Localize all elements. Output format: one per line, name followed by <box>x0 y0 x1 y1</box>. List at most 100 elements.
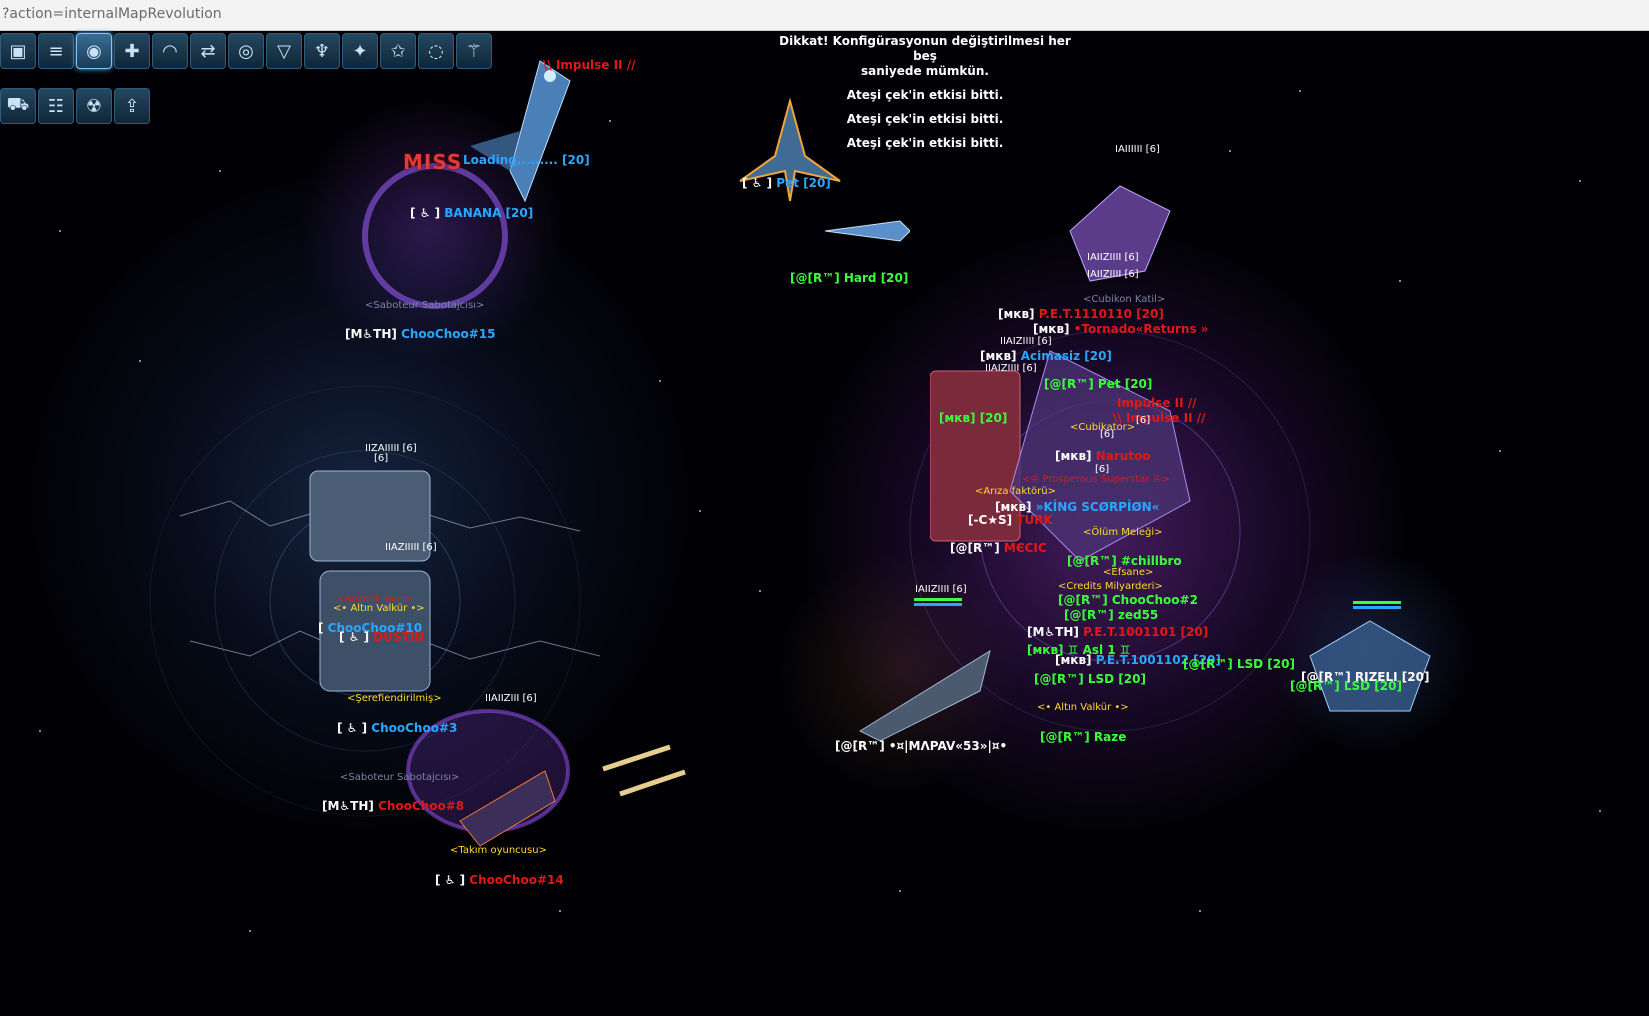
player-name: [@[R™] ChooChoo#2 <box>1058 593 1198 607</box>
player-label-hard[interactable]: [@[R™] Hard [20] <box>790 271 908 285</box>
player-label-cubikon[interactable]: <Cubikon Katil> <box>1083 293 1165 307</box>
ship-cluster-right[interactable] <box>930 171 1220 611</box>
player-label-pet1110110[interactable]: [мкв] P.E.T.1110110 [20] <box>998 307 1164 321</box>
player-label-pet2[interactable]: [@[R™] Pet [20] <box>1044 377 1152 391</box>
player-label-banana[interactable]: [ ♿ ] BANANA [20] <box>410 206 533 220</box>
player-label-prosperous[interactable]: <♔ Prosperous Superstar ♔> <box>1022 473 1170 487</box>
radiation-icon: ☢ <box>85 95 103 117</box>
player-label-choochoo2[interactable]: [@[R™] ChooChoo#2 <box>1058 593 1198 607</box>
clan-tag: [ <box>318 621 328 635</box>
player-label-cubikator[interactable]: <Cubikator> <box>1070 421 1135 435</box>
player-name: [@[R™] #chillbro <box>1067 554 1182 568</box>
ship-rizeli[interactable] <box>1300 611 1440 721</box>
player-label-lsd2[interactable]: [@[R™] LSD [20] <box>1034 672 1146 686</box>
address-url[interactable]: ?action=internalMapRevolution <box>2 6 222 22</box>
ship-mothership-left[interactable] <box>290 451 450 711</box>
browser-address-bar[interactable]: ?action=internalMapRevolution <box>0 0 1649 31</box>
player-label-choochoo14[interactable]: [ ♿ ] ChooChoo#14 <box>435 873 564 887</box>
player-label-chillbro[interactable]: [@[R™] #chillbro <box>1067 554 1182 568</box>
player-label-iaiziii-6a[interactable]: IAIIIIII [6] <box>1115 143 1160 157</box>
radiation-button[interactable]: ☢ <box>76 88 112 124</box>
player-label-asl[interactable]: [мкв] ♊ Asl 1 ♊ <box>1027 643 1131 657</box>
player-label-lsd3[interactable]: [@[R™] LSD [20] <box>1290 679 1402 693</box>
ship-bottom-left[interactable] <box>450 761 560 851</box>
speed-button[interactable]: ◠ <box>152 33 188 69</box>
player-label-takim[interactable]: <Takım oyuncusu> <box>450 844 547 858</box>
player-label-iaiziii-6c[interactable]: IAIIZIIII [6] <box>1087 268 1139 282</box>
player-label-serefl[interactable]: <Şerefiendirilmiş> <box>347 692 442 706</box>
player-label-iaiziii-6l[interactable]: IIAZIIIII [6] <box>385 541 437 555</box>
player-label-king[interactable]: [мкв] »KİNG SCØRPİØN« <box>995 500 1159 514</box>
player-label-iaiziii-6m[interactable]: IIAIIZIII [6] <box>485 692 537 706</box>
user-info-button[interactable]: ▣ <box>0 33 36 69</box>
player-label-loading[interactable]: Loading......... [20] <box>463 153 590 167</box>
player-label-zed55[interactable]: [@[R™] zed55 <box>1064 608 1158 622</box>
player-label-impulse3[interactable]: \\ Impulse II // <box>1113 411 1206 425</box>
ship-drone[interactable] <box>820 206 910 256</box>
player-label-mapav[interactable]: [@[R™] •¤|MΛPAV«53»|¤• <box>835 739 1007 753</box>
log-button[interactable]: ≡ <box>38 33 74 69</box>
player-label-saboteur1[interactable]: <Saboteur Sabotajcısı> <box>365 299 484 313</box>
upload-button[interactable]: ⇪ <box>114 88 150 124</box>
player-label-naruto[interactable]: [мкв] Narutoo <box>1055 449 1151 463</box>
player-label-lsd1[interactable]: [@[R™] LSD [20] <box>1183 657 1295 671</box>
player-label-iaiziii-6i[interactable]: IAIIZIIII [6] <box>915 583 967 597</box>
player-label-iaiziii-6d[interactable]: IIAIZIIII [6] <box>1000 335 1052 349</box>
notification-message: Ateşi çek'in etkisi bitti. <box>846 88 1004 102</box>
player-label-iaiziii-6j[interactable]: IIZAIIIII [6] <box>365 442 417 456</box>
game-viewport[interactable]: MISS \\ Impulse II //Loading......... [2… <box>0 31 1649 1016</box>
player-label-pet1001102[interactable]: [мкв] P.E.T.1001102 [20] <box>1055 653 1221 667</box>
player-label-altin2[interactable]: <• Altın Valkür •> <box>1037 701 1129 715</box>
player-label-iaiziii-6f[interactable]: [6] <box>1136 414 1150 428</box>
player-label-altin1[interactable]: <• Altın Valkür •> <box>333 602 425 616</box>
player-label-choochoo8[interactable]: [M♿TH] ChooChoo#8 <box>322 799 464 813</box>
player-label-acimasiz[interactable]: [мкв] Acimasiz [20] <box>980 349 1112 363</box>
shield-button[interactable]: ▽ <box>266 33 302 69</box>
quest-log-button[interactable]: ☷ <box>38 88 74 124</box>
clan-button[interactable]: ✦ <box>342 33 378 69</box>
player-label-efsane[interactable]: <Efsane> <box>1103 566 1153 580</box>
trophy-button[interactable]: ♆ <box>304 33 340 69</box>
player-label-raze[interactable]: [@[R™] Raze <box>1040 730 1126 744</box>
minimap-button[interactable]: ◉ <box>76 33 112 69</box>
player-label-turk[interactable]: [-C★S] TURK <box>968 513 1053 527</box>
group-button[interactable]: ✚ <box>114 33 150 69</box>
player-label-choochoo3[interactable]: [ ♿ ] ChooChoo#3 <box>337 721 457 735</box>
transfer-button[interactable]: ⇄ <box>190 33 226 69</box>
player-name: \\ Impulse II // <box>543 58 636 72</box>
target-button[interactable]: ◎ <box>228 33 264 69</box>
ship-pet[interactable] <box>735 96 845 206</box>
player-label-choochoo10[interactable]: [ ChooChoo#10 <box>318 621 422 635</box>
player-label-iaiziii-6k[interactable]: [6] <box>374 452 388 466</box>
player-label-choochoo15[interactable]: [M♿TH] ChooChoo#15 <box>345 327 496 341</box>
player-label-iaiziii-6b[interactable]: IAIIZIIII [6] <box>1087 251 1139 265</box>
tech-button[interactable]: ⚚ <box>456 33 492 69</box>
player-label-pet1[interactable]: [ ♿ ] Pet [20] <box>742 176 831 190</box>
player-label-pet1001101[interactable]: [M♿TH] P.E.T.1001101 [20] <box>1027 625 1208 639</box>
player-label-rizeli[interactable]: [@[R™] RIZELI [20] <box>1301 670 1429 684</box>
player-label-iaiziii-6g[interactable]: [6] <box>1100 428 1114 442</box>
player-label-iaiziii-6e[interactable]: IIAIZIIII [6] <box>985 362 1037 376</box>
clan-tag: [ ♿ ] <box>410 206 445 220</box>
player-label-impulse-top[interactable]: \\ Impulse II // <box>543 58 636 72</box>
player-label-kozmik[interactable]: <Kozmik Avcı> <box>337 593 413 607</box>
player-label-dustin[interactable]: [ ♿ ] DUSTIN <box>339 630 424 644</box>
player-label-mecic[interactable]: [@[R™] MЄCIC <box>950 541 1047 555</box>
player-label-saboteur2[interactable]: <Saboteur Sabotajcısı> <box>340 771 459 785</box>
notification-line-2: saniyede mümkün. <box>861 64 989 78</box>
player-label-impulse2[interactable]: Impulse II // <box>1117 396 1197 410</box>
player-name: [6] <box>1100 429 1115 440</box>
chat-button[interactable]: ◌ <box>418 33 454 69</box>
ship-center-bottom[interactable] <box>840 631 1000 751</box>
shop-cart-button[interactable]: ⛟ <box>0 88 36 124</box>
ship-top-left[interactable] <box>440 51 590 211</box>
main-toolbar: ▣≡◉✚◠⇄◎ ▽ ♆✦✩◌⚚ <box>0 33 492 69</box>
player-label-mkb20[interactable]: [мкв] [20] <box>939 411 1007 425</box>
rank-button[interactable]: ✩ <box>380 33 416 69</box>
player-label-iaiziii-6h[interactable]: [6] <box>1095 463 1109 477</box>
player-label-credits[interactable]: <Credits Milyarderi> <box>1058 580 1163 594</box>
player-label-olum[interactable]: <Ölüm Meleği> <box>1083 526 1163 540</box>
player-label-tornado[interactable]: [мкв] •Tornado«Returns » <box>1033 322 1209 336</box>
shield-icon: ▽ <box>277 40 291 62</box>
player-label-ariza[interactable]: <Arıza faktörü> <box>975 485 1056 499</box>
